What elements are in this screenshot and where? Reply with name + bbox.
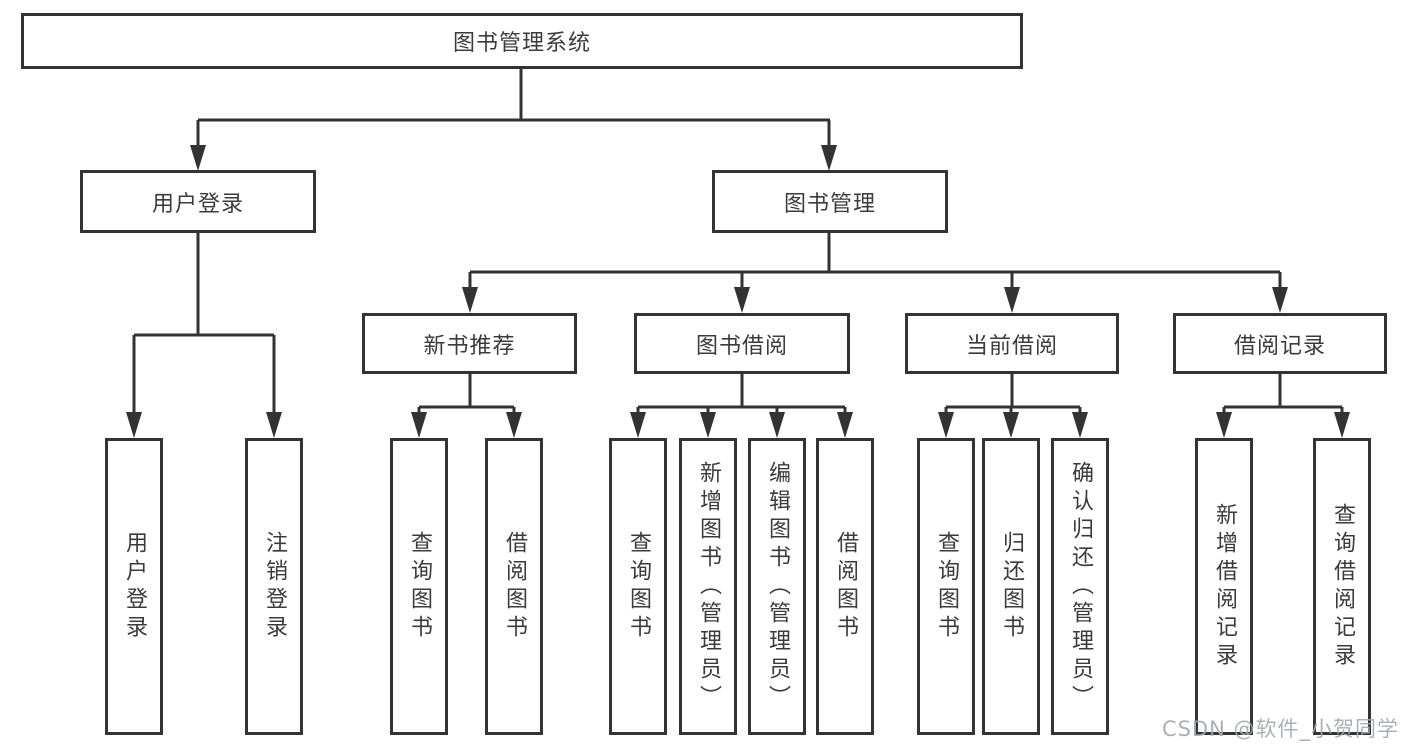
- node-root-system: 图书管理系统: [21, 13, 1023, 69]
- csdn-watermark: CSDN @软件_小贺同学: [1161, 717, 1399, 741]
- leaf-borrow-books: 借阅图书: [816, 438, 874, 735]
- leaf-confirm-return-admin: 确认归还（管理员）: [1051, 438, 1109, 735]
- node-user-login-module: 用户登录: [80, 170, 316, 233]
- node-book-borrowing: 图书借阅: [634, 313, 850, 374]
- leaf-return-books: 归还图书: [982, 438, 1040, 735]
- leaf-add-books-admin: 新增图书（管理员）: [679, 438, 737, 735]
- leaf-query-books-borrow: 查询图书: [609, 438, 667, 735]
- leaf-user-login: 用户登录: [105, 438, 163, 735]
- leaf-query-borrow-record: 查询借阅记录: [1313, 438, 1371, 735]
- node-current-borrowing: 当前借阅: [905, 313, 1119, 374]
- node-new-book-recommendation: 新书推荐: [362, 313, 577, 374]
- leaf-borrow-books-newbook: 借阅图书: [485, 438, 543, 735]
- leaf-add-borrow-record: 新增借阅记录: [1195, 438, 1253, 735]
- node-borrowing-records: 借阅记录: [1173, 313, 1387, 374]
- leaf-query-books-newbook: 查询图书: [390, 438, 448, 735]
- leaf-edit-books-admin: 编辑图书（管理员）: [748, 438, 806, 735]
- leaf-query-books-current: 查询图书: [917, 438, 975, 735]
- arrowheads: [126, 145, 1350, 438]
- connector-stems: [132, 69, 1344, 414]
- leaf-logout: 注销登录: [245, 438, 303, 735]
- node-book-management-module: 图书管理: [712, 170, 948, 233]
